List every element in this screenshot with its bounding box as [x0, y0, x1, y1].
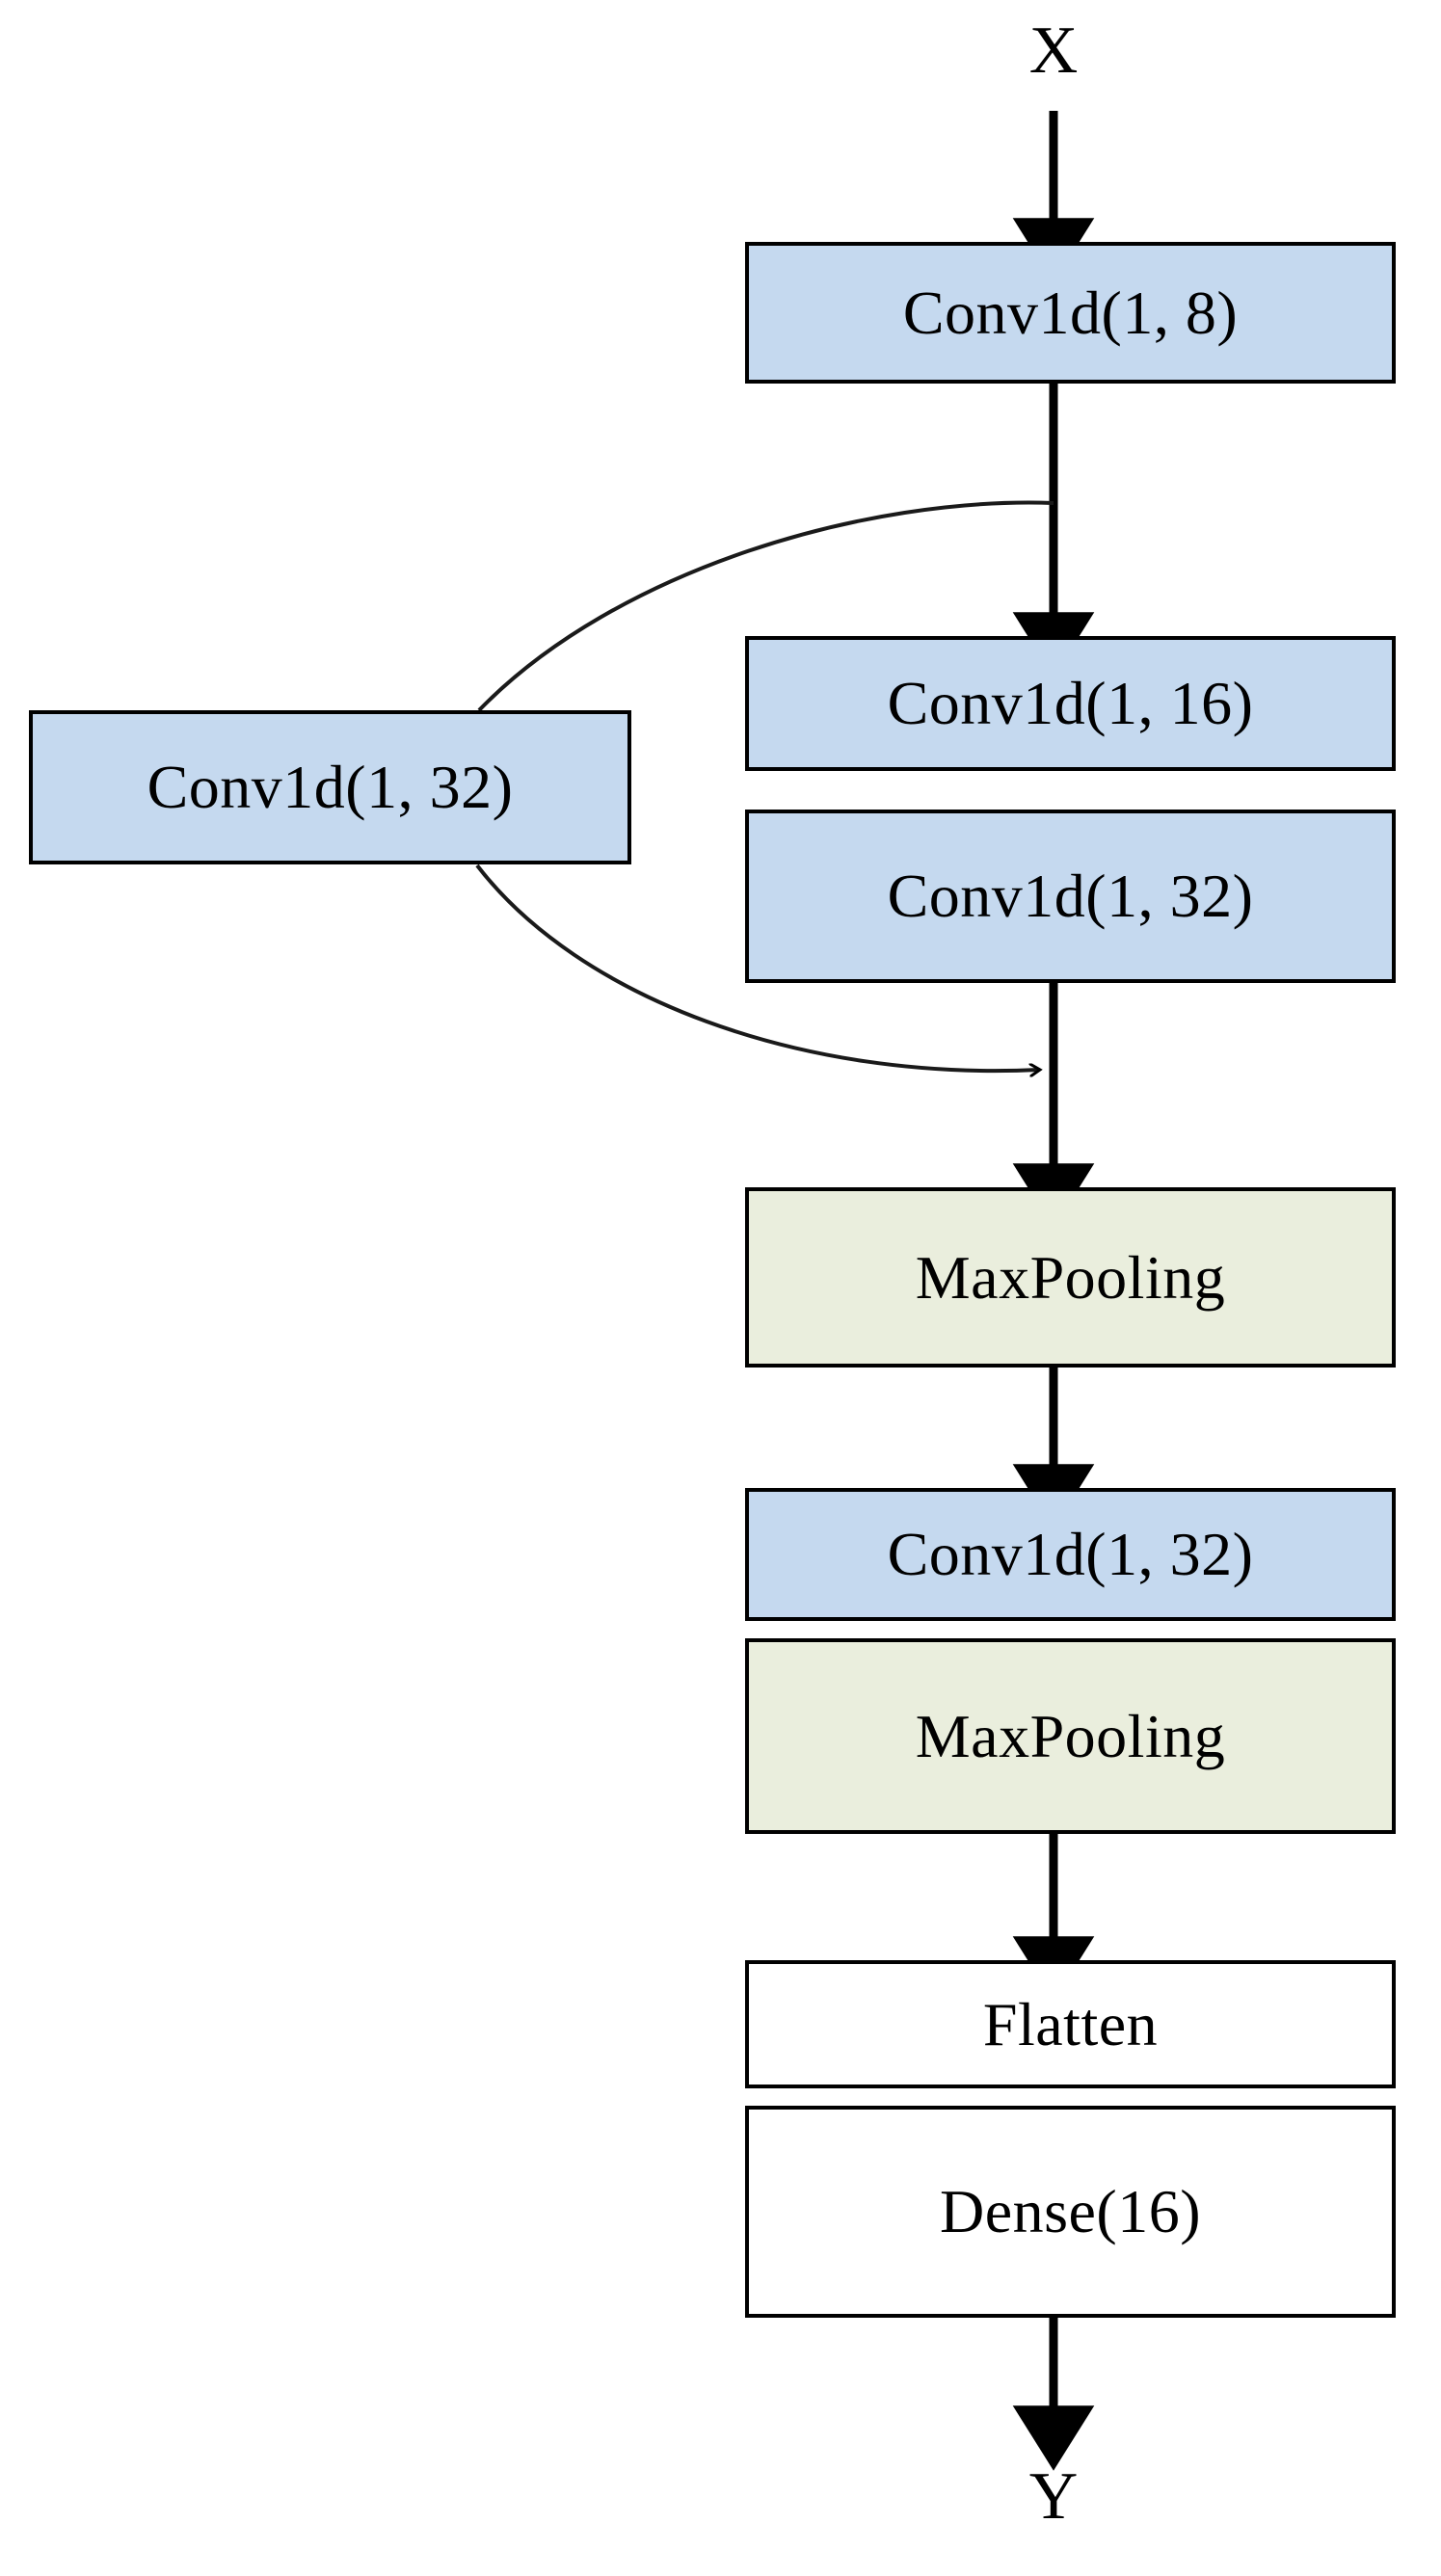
node-label: Conv1d(1, 32) [887, 862, 1254, 930]
node-conv1d-1-32-skip[interactable]: Conv1d(1, 32) [29, 710, 631, 864]
node-conv1d-1-32-a[interactable]: Conv1d(1, 32) [745, 810, 1396, 983]
node-label: Conv1d(1, 32) [147, 753, 514, 821]
node-label: Dense(16) [939, 2177, 1202, 2245]
input-label: X [1028, 13, 1079, 88]
node-label: Conv1d(1, 32) [887, 1520, 1254, 1588]
node-label: MaxPooling [915, 1242, 1226, 1312]
node-conv1d-1-16[interactable]: Conv1d(1, 16) [745, 636, 1396, 771]
node-label: Conv1d(1, 16) [887, 669, 1254, 737]
node-conv1d-1-8[interactable]: Conv1d(1, 8) [745, 242, 1396, 384]
node-maxpooling-2[interactable]: MaxPooling [745, 1638, 1396, 1834]
node-conv1d-1-32-b[interactable]: Conv1d(1, 32) [745, 1488, 1396, 1621]
node-label: Flatten [982, 1989, 1159, 2058]
output-label: Y [1028, 2459, 1079, 2534]
node-label: Conv1d(1, 8) [902, 278, 1239, 347]
node-dense-16[interactable]: Dense(16) [745, 2106, 1396, 2318]
node-flatten[interactable]: Flatten [745, 1960, 1396, 2088]
node-maxpooling-1[interactable]: MaxPooling [745, 1187, 1396, 1368]
node-label: MaxPooling [915, 1701, 1226, 1770]
